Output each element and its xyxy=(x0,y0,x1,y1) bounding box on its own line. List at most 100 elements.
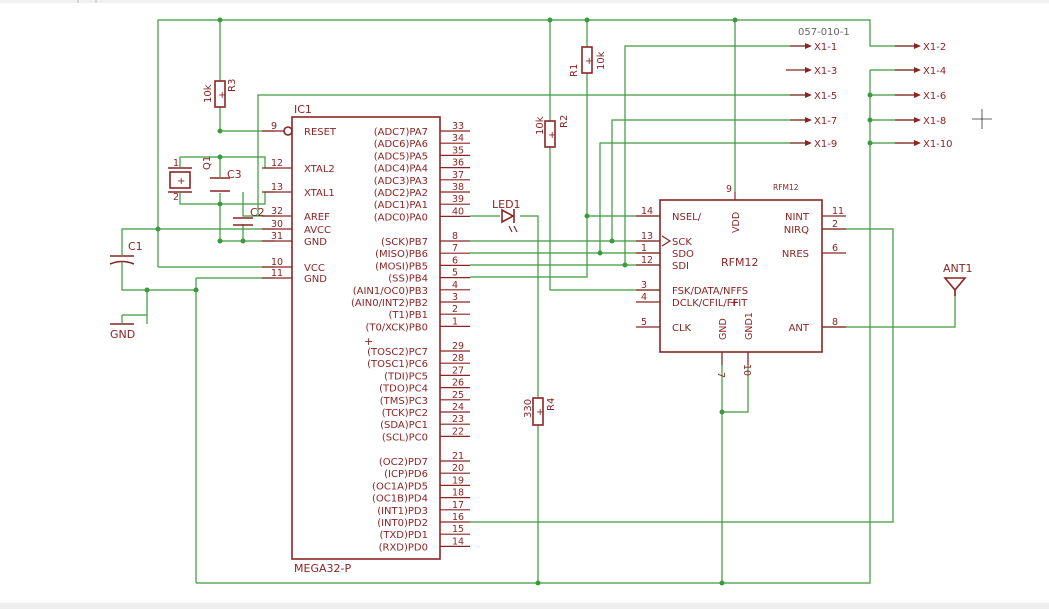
c3-ref: C3 xyxy=(227,168,242,181)
connector-x1-label: X1-5 xyxy=(814,91,837,102)
ground-symbol[interactable]: GND xyxy=(110,314,148,341)
ic1-pin-number: 30 xyxy=(271,219,283,230)
ant1-ref: ANT1 xyxy=(943,262,972,275)
schematic-code: 057-010-1 xyxy=(798,27,850,38)
ic1-pin-number: 17 xyxy=(452,500,464,511)
gnd-label: GND xyxy=(110,328,135,341)
ic1-pin-name: (ADC7)PA7 xyxy=(374,127,428,138)
ic1-pin-number: 11 xyxy=(271,268,283,279)
ic1-pin-name: AREF xyxy=(304,212,330,223)
c2-ref: C2 xyxy=(250,206,265,219)
ic1-pin-number: 22 xyxy=(452,426,464,437)
ic1-pin-name: (MISO)PB6 xyxy=(375,249,428,260)
led1-ref: LED1 xyxy=(492,198,521,211)
connector-x1-label: X1-10 xyxy=(923,139,953,150)
ic1-pin-number: 2 xyxy=(452,304,458,315)
rfm12-gnd-num: 7 xyxy=(715,372,726,378)
arrow-right-icon xyxy=(914,43,921,49)
arrow-right-icon xyxy=(914,117,921,123)
horizontal-scrollbar[interactable] xyxy=(0,603,1049,609)
ic1-pin-name: GND xyxy=(304,237,327,248)
ic1-pin-name: RESET xyxy=(304,127,337,138)
ic1-pin-number: 28 xyxy=(452,353,464,364)
rfm12-gnd1-num: 10 xyxy=(741,364,752,376)
reset-inverter-bubble xyxy=(283,126,293,136)
rfm12-pin-name: NINT xyxy=(785,212,810,223)
rfm12-module[interactable]: RFM12 RFM12 14NSEL/13SCK1SDO12SDI3FSK/DA… xyxy=(636,183,846,378)
ic1-value: MEGA32-P xyxy=(294,562,351,575)
resistor-r1[interactable]: + R1 10k xyxy=(569,46,607,77)
ic1-pin-name: (ADC1)PA1 xyxy=(374,200,428,211)
rfm12-pin-name: SDI xyxy=(672,261,689,272)
connector-x1-label: X1-4 xyxy=(923,66,946,77)
r2-value: 10k xyxy=(535,116,546,135)
resistor-r4[interactable]: + 330 R4 xyxy=(523,397,557,426)
rfm12-vdd-name: VDD xyxy=(731,212,742,233)
ic1-pin-name: (SS)PB4 xyxy=(388,274,428,285)
ic1-pin-number: 31 xyxy=(271,231,283,242)
arrow-right-icon xyxy=(914,67,921,73)
ic1-pin-number: 10 xyxy=(271,257,283,268)
ic1-pin-number: 27 xyxy=(452,365,464,376)
rfm12-pin-number: 5 xyxy=(641,317,647,328)
ic1-pin-name: VCC xyxy=(304,263,325,274)
rfm12-pin-name: NSEL/ xyxy=(672,212,702,223)
ic1-pin-name: (ADC4)PA4 xyxy=(374,164,428,175)
rfm12-pin-name: ANT xyxy=(789,323,810,334)
ic1-pin-name: (TDI)PC5 xyxy=(384,371,428,382)
rfm12-ref: RFM12 xyxy=(773,183,799,192)
ic1-pin-number: 32 xyxy=(271,206,283,217)
led-led1[interactable]: LED1 xyxy=(492,198,521,233)
ic1-pin-number: 13 xyxy=(271,182,283,193)
ic1-pin-number: 16 xyxy=(452,512,464,523)
antenna-ant1[interactable]: ANT1 xyxy=(943,262,972,296)
ic1-body[interactable] xyxy=(291,116,441,560)
r2-origin: + xyxy=(548,130,556,141)
resistor-r2[interactable]: + 10k R2 xyxy=(535,115,570,148)
ic1-pin-number: 23 xyxy=(452,414,464,425)
rfm12-pin-name: FSK/DATA/NFFS xyxy=(672,286,748,297)
ic1-pin-name: (ADC6)PA6 xyxy=(374,139,428,150)
ic1-pin-name: (OC2)PD7 xyxy=(379,457,428,468)
ic1-pin-name: (SCL)PC0 xyxy=(382,432,428,443)
capacitor-c2[interactable]: C2 xyxy=(233,206,265,226)
rfm12-pin-name: SCK xyxy=(672,237,692,248)
rfm12-bottom-pins: GND GND1 7 10 xyxy=(715,312,755,378)
r4-origin: + xyxy=(536,407,544,418)
rfm12-pin-number: 14 xyxy=(641,206,653,217)
connector-x1-left: X1-1X1-3X1-5X1-7X1-9 xyxy=(786,42,837,150)
resistor-r3[interactable]: + 10k R3 xyxy=(203,79,238,108)
ic1-mega32[interactable]: IC1 MEGA32-P 9RESET12XTAL213XTAL132AREF3… xyxy=(262,103,470,575)
rfm12-pin-name: SDO xyxy=(672,249,694,260)
ic1-pin-name: (AIN1/OC0)PB3 xyxy=(353,286,428,297)
rfm12-vdd-num: 9 xyxy=(726,184,732,195)
ic1-pin-number: 26 xyxy=(452,378,464,389)
ic1-pin-name: (ADC5)PA5 xyxy=(374,151,428,162)
connector-x1-label: X1-6 xyxy=(923,91,946,102)
capacitor-c1[interactable]: C1 xyxy=(109,240,143,272)
ic1-pin-number: 24 xyxy=(452,402,464,413)
origin-cross: + xyxy=(364,335,373,348)
crystal-q1[interactable]: + Q1 1 2 xyxy=(168,156,213,203)
rfm12-pin-number: 12 xyxy=(641,255,653,266)
ic1-pin-number: 34 xyxy=(452,133,464,144)
ic1-pin-number: 37 xyxy=(452,170,464,181)
ic1-pin-name: GND xyxy=(304,274,327,285)
q1-pin1: 1 xyxy=(173,158,179,169)
ic1-pin-number: 1 xyxy=(452,316,458,327)
rfm12-body[interactable] xyxy=(659,199,823,353)
ic1-pin-name: (AIN0/INT2)PB2 xyxy=(351,298,428,309)
rfm12-vdd-pin: 9 VDD xyxy=(726,184,742,233)
rfm12-pin-number: 6 xyxy=(832,243,838,254)
capacitor-c3[interactable]: C3 xyxy=(210,168,242,192)
ic1-pin-number: 8 xyxy=(452,231,458,242)
connector-x1-right: X1-2X1-4X1-6X1-8X1-10 xyxy=(895,42,953,150)
ic1-pin-name: (RXD)PD0 xyxy=(379,542,428,553)
ic1-pin-name: (TCK)PC2 xyxy=(382,408,428,419)
ic1-pin-name: (TMS)PC3 xyxy=(380,396,428,407)
crosshair-cursor-icon xyxy=(972,109,992,129)
ic1-pin-name: (T0/XCK)PB0 xyxy=(365,322,428,333)
ic1-pin-number: 25 xyxy=(452,390,464,401)
